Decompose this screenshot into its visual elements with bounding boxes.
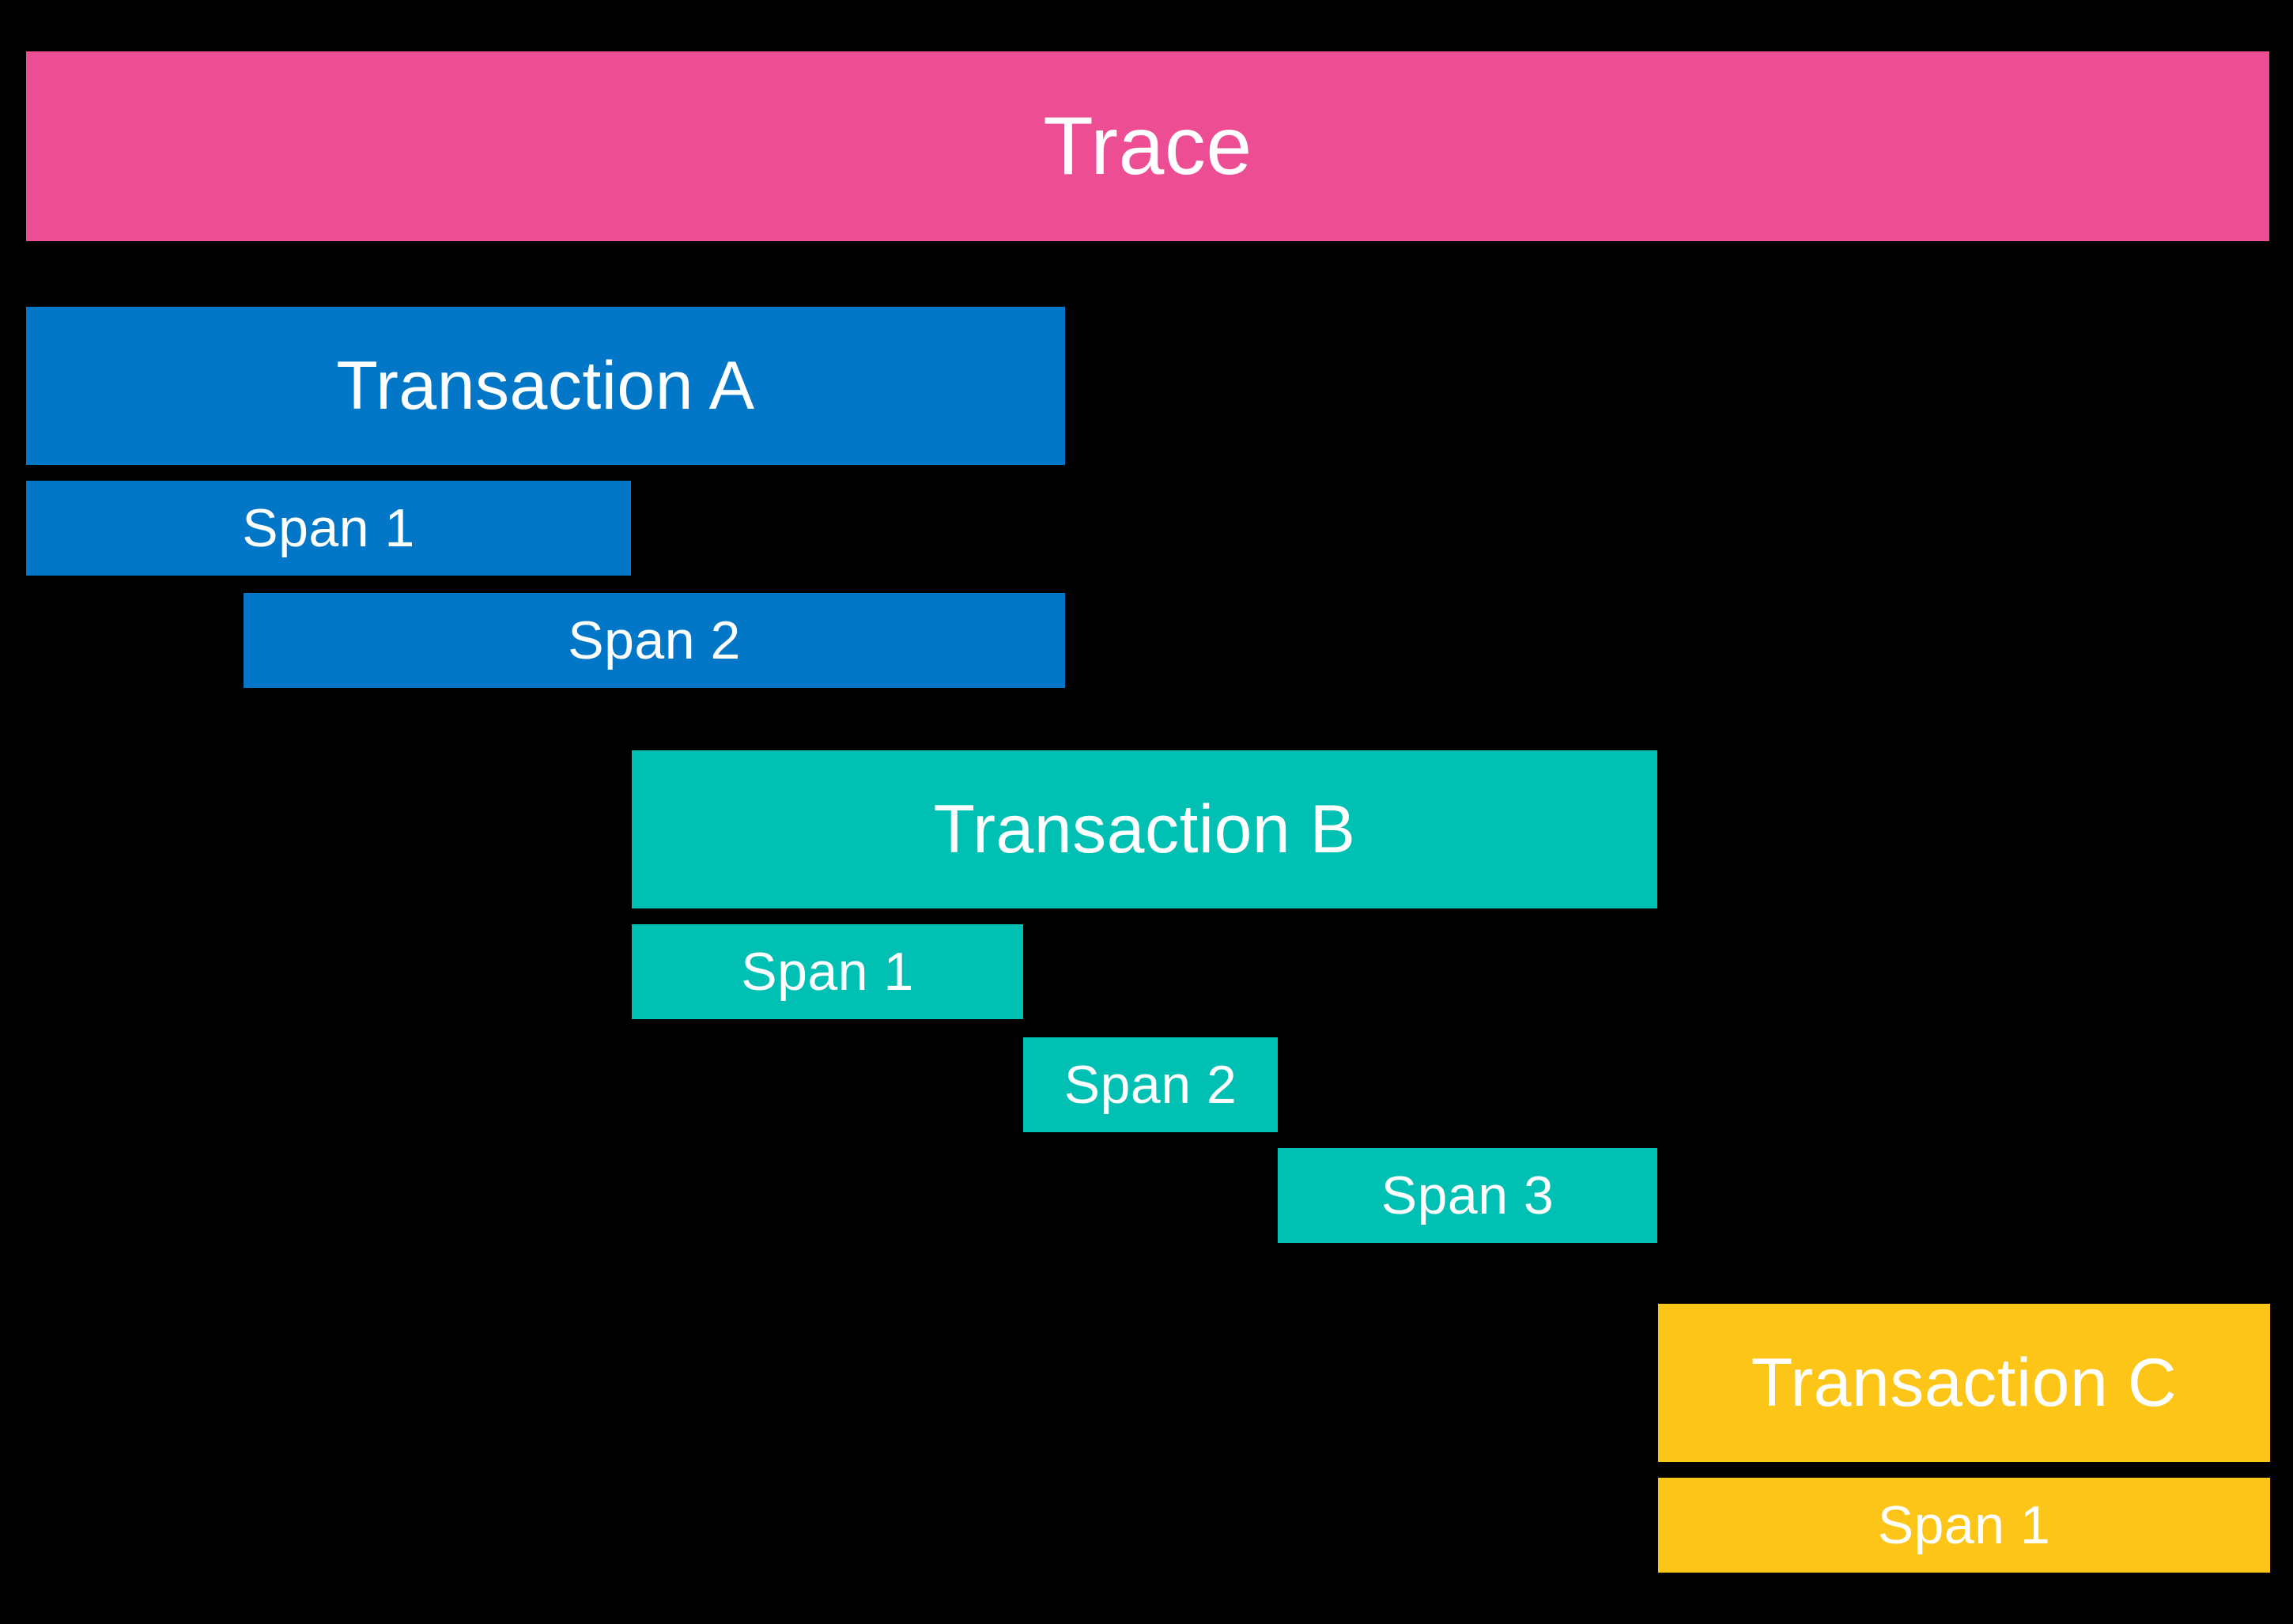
bar-label-transaction-a-span-2: Span 2 [568,610,741,670]
bar-label-trace: Trace [1043,100,1252,192]
bar-label-transaction-a-span-1: Span 1 [242,498,415,558]
bar-label-transaction-c-span-1: Span 1 [1877,1495,2051,1555]
bar-transaction-a[interactable]: Transaction A [26,307,1065,465]
bar-trace[interactable]: Trace [26,51,2269,241]
bar-label-transaction-c: Transaction C [1751,1345,2178,1421]
bar-transaction-b[interactable]: Transaction B [632,750,1657,908]
bar-transaction-c-span-1[interactable]: Span 1 [1658,1478,2270,1573]
bar-label-transaction-b-span-3: Span 3 [1381,1165,1554,1226]
bar-label-transaction-a: Transaction A [336,348,755,424]
bar-label-transaction-b-span-2: Span 2 [1063,1055,1237,1115]
bar-label-transaction-b: Transaction B [933,791,1356,867]
bar-transaction-c[interactable]: Transaction C [1658,1304,2270,1462]
bar-transaction-a-span-1[interactable]: Span 1 [26,481,631,576]
bar-label-transaction-b-span-1: Span 1 [741,942,914,1002]
bar-transaction-b-span-2[interactable]: Span 2 [1023,1037,1278,1132]
bar-transaction-a-span-2[interactable]: Span 2 [244,593,1065,688]
bar-transaction-b-span-3[interactable]: Span 3 [1278,1148,1657,1243]
bar-transaction-b-span-1[interactable]: Span 1 [632,924,1023,1019]
